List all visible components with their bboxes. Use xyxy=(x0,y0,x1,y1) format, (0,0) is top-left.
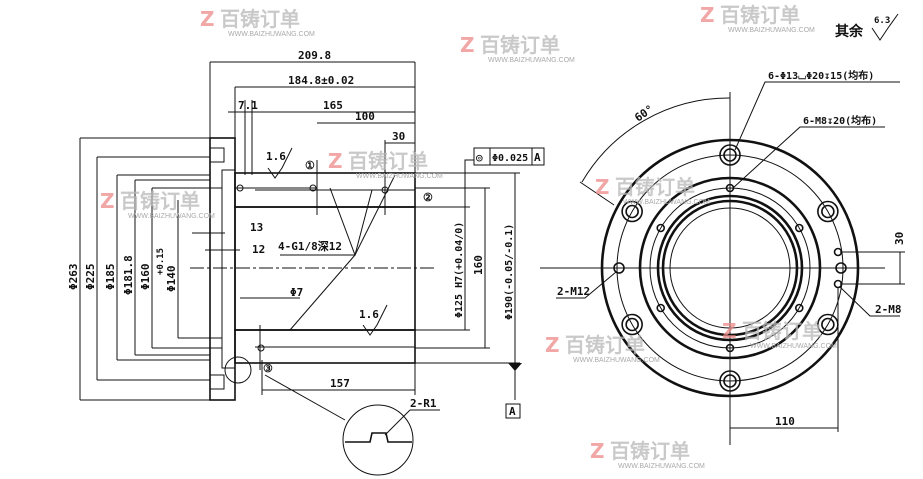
dim-209-8: 209.8 xyxy=(298,49,331,62)
svg-text:百铸订单: 百铸订单 xyxy=(565,333,645,357)
angle-60: 60° xyxy=(632,102,656,124)
svg-text:百铸订单: 百铸订单 xyxy=(720,3,800,27)
m12-hole xyxy=(613,262,625,274)
counterbore-hole xyxy=(719,370,741,392)
svg-text:WWW.BAIZHUWANG.COM: WWW.BAIZHUWANG.COM xyxy=(573,357,660,364)
dim-13: 13 xyxy=(250,221,263,234)
m12-hole xyxy=(835,262,847,274)
svg-text:WWW.BAIZHUWANG.COM: WWW.BAIZHUWANG.COM xyxy=(750,343,837,350)
roughness-note-value: 6.3 xyxy=(874,16,890,26)
counterbore-hole-inner xyxy=(625,317,639,332)
svg-text:百铸订单: 百铸订单 xyxy=(615,175,695,199)
callout-3: ③ xyxy=(263,362,273,375)
svg-text:Z: Z xyxy=(328,149,343,173)
dim-phi263: Φ263 xyxy=(67,264,80,291)
dim-phi225: Φ225 xyxy=(84,264,97,291)
datum-triangle xyxy=(508,363,522,371)
svg-text:百铸订单: 百铸订单 xyxy=(120,189,200,213)
dim-157: 157 xyxy=(330,377,350,390)
svg-text:Z: Z xyxy=(595,175,610,199)
svg-text:WWW.BAIZHUWANG.COM: WWW.BAIZHUWANG.COM xyxy=(488,57,575,64)
svg-text:Z: Z xyxy=(590,439,605,463)
svg-text:Z: Z xyxy=(722,319,737,343)
m8-tapped-hole xyxy=(656,223,666,233)
offset-30: 30 xyxy=(893,232,906,245)
svg-text:WWW.BAIZHUWANG.COM: WWW.BAIZHUWANG.COM xyxy=(356,173,443,180)
roughness-note-label: 其余 xyxy=(835,23,864,40)
callout-1: ① xyxy=(305,159,315,172)
dim-12: 12 xyxy=(252,243,265,256)
counterbore-hole xyxy=(621,313,643,336)
dim-100: 100 xyxy=(355,110,375,123)
tolerance-datum: A xyxy=(534,151,541,164)
m12-note: 2-M12 xyxy=(557,285,590,298)
counterbore-hole-inner xyxy=(821,204,835,219)
dim-phi181-8: Φ181.8 xyxy=(122,255,135,295)
svg-text:百铸订单: 百铸订单 xyxy=(742,319,822,343)
detail-note: 2-R1 xyxy=(410,397,437,410)
dim-160: 160 xyxy=(472,255,485,275)
svg-text:Z: Z xyxy=(100,189,115,213)
dim-phi7: Φ7 xyxy=(290,286,303,299)
datum-box xyxy=(505,403,521,419)
svg-text:百铸订单: 百铸订单 xyxy=(610,439,690,463)
concentricity-icon: ◎ xyxy=(476,151,483,164)
dim-phi140-tol: +0.15 xyxy=(156,248,166,275)
dim-phi125: Φ125 H7(+0.04/0) xyxy=(454,222,465,318)
tolerance-value: Φ0.025 xyxy=(492,153,528,164)
svg-text:Z: Z xyxy=(460,33,475,57)
svg-text:百铸订单: 百铸订单 xyxy=(480,33,560,57)
m8-note: 2-M8 xyxy=(875,303,902,316)
counterbore-note: 6-Φ13⌴Φ20↧15(均布) xyxy=(768,69,874,82)
svg-text:WWW.BAIZHUWANG.COM: WWW.BAIZHUWANG.COM xyxy=(618,463,705,470)
svg-text:Z: Z xyxy=(200,7,215,31)
counterbore-hole-inner xyxy=(625,204,639,219)
tolerance-frame: ◎ Φ0.025 A xyxy=(473,147,545,166)
dim-184-8: 184.8±0.02 xyxy=(288,74,354,87)
counterbore-hole-inner xyxy=(723,148,737,162)
dim-phi185: Φ185 xyxy=(104,264,117,291)
counterbore-hole-inner xyxy=(821,317,835,332)
counterbore-holes xyxy=(621,144,839,392)
m8-tapped-hole xyxy=(656,303,666,313)
dim-phi190: Φ190(-0.05/-0.1) xyxy=(504,224,515,320)
roughness-bottom: 1.6 xyxy=(359,308,379,321)
counterbore-hole xyxy=(621,200,643,223)
roughness-note: 其余 6.3 xyxy=(835,13,899,41)
roughness-top: 1.6 xyxy=(266,150,286,163)
dim-30: 30 xyxy=(392,130,405,143)
end-view: 60° 6-Φ13⌴Φ20↧15(均布) 6-M8↧20(均布) 2-M12 2… xyxy=(540,69,906,445)
counterbore-hole xyxy=(817,200,839,223)
m8-tapped-hole xyxy=(794,223,804,233)
dim-phi140: Φ140 xyxy=(165,266,178,293)
svg-text:Z: Z xyxy=(700,3,715,27)
m8-tapped-hole xyxy=(725,343,735,353)
offset-110: 110 xyxy=(775,415,795,428)
counterbore-hole-inner xyxy=(723,374,737,388)
dim-7-1: 7.1 xyxy=(238,99,258,112)
svg-text:WWW.BAIZHUWANG.COM: WWW.BAIZHUWANG.COM xyxy=(728,27,815,34)
svg-text:WWW.BAIZHUWANG.COM: WWW.BAIZHUWANG.COM xyxy=(623,199,710,206)
svg-text:百铸订单: 百铸订单 xyxy=(348,149,428,173)
detail-view: 2-R1 xyxy=(224,356,440,476)
svg-text:WWW.BAIZHUWANG.COM: WWW.BAIZHUWANG.COM xyxy=(228,31,315,38)
datum-label: A xyxy=(509,405,516,418)
m8-tapped-hole xyxy=(794,303,804,313)
port-note: 4-G1/8深12 xyxy=(278,239,342,253)
dim-165: 165 xyxy=(323,99,343,112)
dim-phi160: Φ160 xyxy=(139,264,152,291)
svg-text:WWW.BAIZHUWANG.COM: WWW.BAIZHUWANG.COM xyxy=(128,213,215,220)
counterbore-hole xyxy=(719,144,741,166)
svg-text:Z: Z xyxy=(545,333,560,357)
callout-2: ② xyxy=(423,191,433,204)
tapped-note: 6-M8↧20(均布) xyxy=(803,114,877,127)
section-view: A 1.6 1.6 209.8 184.8±0.02 7.1 165 100 3… xyxy=(67,49,545,476)
svg-text:百铸订单: 百铸订单 xyxy=(220,7,300,31)
